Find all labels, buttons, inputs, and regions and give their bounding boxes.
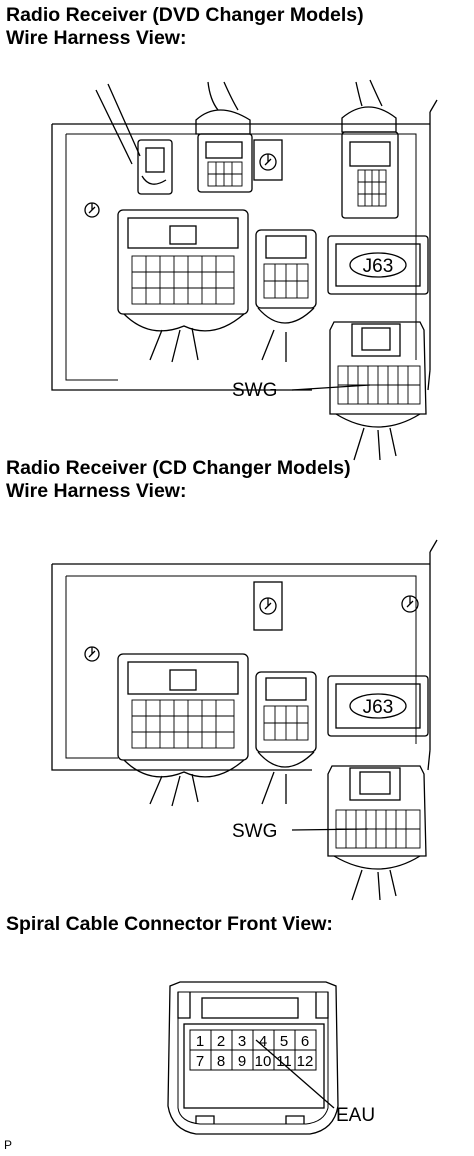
ground-screw-icon-2 [259, 153, 277, 171]
pin-10: 10 [255, 1053, 272, 1070]
ground-screw-icon-3 [401, 595, 419, 613]
section2-title-line1: Radio Receiver (CD Changer Models) [6, 457, 351, 479]
pin-3: 3 [238, 1033, 246, 1050]
chassis-inner [65, 575, 417, 759]
spiral-cable-connector-diagram: 1 2 3 4 5 6 7 8 9 10 11 12 EAU [167, 981, 375, 1135]
dvd-radio-harness-diagram: J63 SWG [51, 79, 438, 461]
pin-11: 11 [276, 1053, 292, 1070]
section2-title-line2: Wire Harness View: [6, 480, 187, 502]
pin-7: 7 [196, 1053, 204, 1070]
section1-title-line2: Wire Harness View: [6, 27, 187, 49]
ground-screw-icon-2 [259, 597, 277, 615]
eau-label: EAU [336, 1105, 375, 1126]
pin-8: 8 [217, 1053, 225, 1070]
pin-grid [183, 1023, 325, 1109]
pin-5: 5 [280, 1033, 288, 1050]
swg-label: SWG [232, 380, 277, 401]
section2-title: Radio Receiver (CD Changer Models) Wire … [6, 457, 351, 503]
pins-bottom-row: 7 8 9 10 11 12 [196, 1053, 314, 1070]
pin-4: 4 [259, 1033, 267, 1050]
pin-2: 2 [217, 1033, 225, 1050]
connector-housing [167, 981, 339, 1135]
section1-title: Radio Receiver (DVD Changer Models) Wire… [6, 4, 364, 50]
swg-label-cd: SWG [232, 821, 277, 842]
j63-label-cd: J63 [363, 697, 394, 718]
pin-1: 1 [196, 1033, 204, 1050]
chassis-outline [51, 552, 431, 771]
pin-9: 9 [238, 1053, 246, 1070]
pins-top-row: 1 2 3 4 5 6 [196, 1033, 309, 1050]
chassis-inner [65, 133, 417, 381]
cd-radio-harness-diagram: J63 SWG [51, 539, 438, 901]
chassis-outline [51, 112, 431, 391]
section3-title: Spiral Cable Connector Front View: [6, 913, 333, 935]
section1-title-line1: Radio Receiver (DVD Changer Models) [6, 4, 364, 26]
footer-code: P [4, 1138, 13, 1152]
pin-12: 12 [297, 1053, 314, 1070]
pin-6: 6 [301, 1033, 309, 1050]
j63-label: J63 [363, 256, 394, 277]
ground-screw-icon [84, 202, 100, 218]
ground-screw-icon [84, 646, 100, 662]
